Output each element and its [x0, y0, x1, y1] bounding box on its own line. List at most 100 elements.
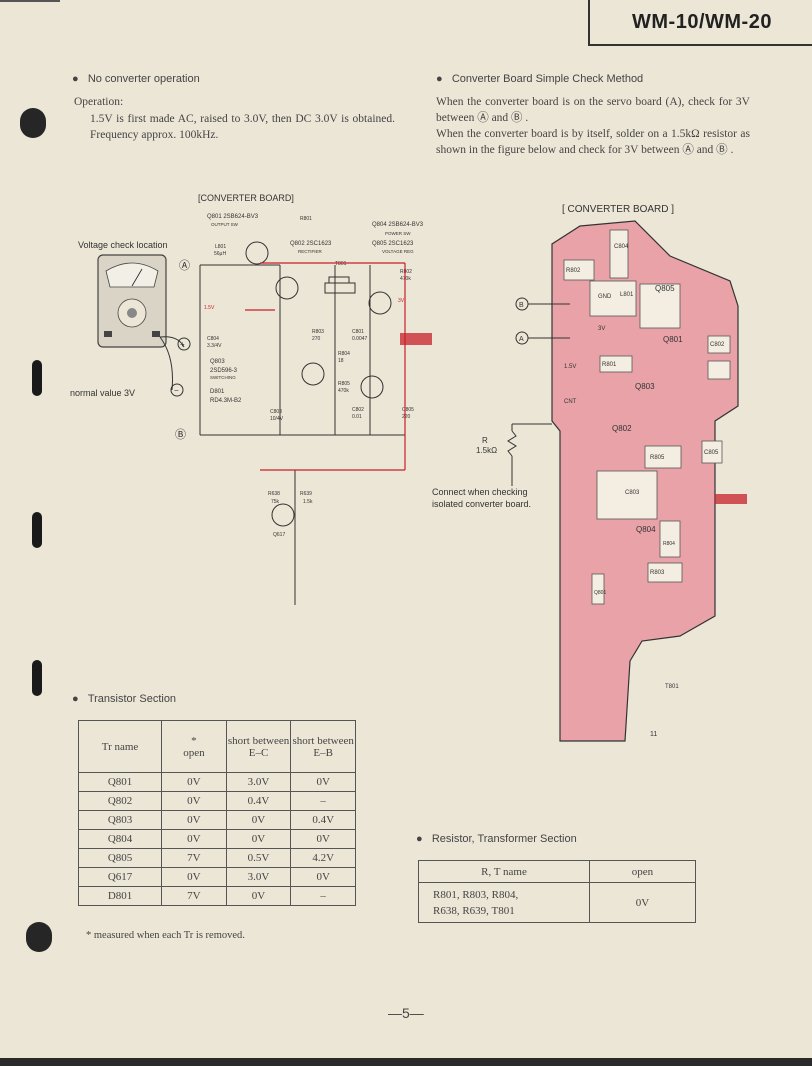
c803-value: 10/4V — [270, 416, 284, 422]
converter-schematic: [CONVERTER BOARD] Q801 2SB624-BV3 OUTPUT… — [70, 193, 432, 605]
table-cell: 0.4V — [290, 810, 356, 830]
red-voltage-label: 1.5V — [204, 305, 215, 311]
c801-label: C801 — [352, 329, 364, 335]
c805-value: 220 — [402, 414, 411, 420]
table-cell: 0.4V — [225, 791, 292, 811]
q805-role: VOLTAGE REG — [382, 249, 414, 254]
q801-role: OUTPUT SW — [211, 222, 239, 227]
transistor-table: Tr name *open short between E–C short be… — [77, 720, 356, 906]
c802-value: 0.01 — [352, 414, 362, 420]
board-cnt: CNT — [564, 399, 577, 405]
table-cell: Q617 — [77, 867, 163, 887]
board-c803: C803 — [625, 490, 640, 496]
board-c805: C805 — [704, 450, 719, 456]
red-voltage-label: 3V — [398, 298, 405, 304]
board-r802: R802 — [566, 268, 581, 274]
table-cell: 0V — [161, 829, 227, 849]
c801-value: 0.0047 — [352, 336, 368, 342]
binder-hole — [32, 360, 42, 396]
svg-text:A: A — [519, 336, 524, 343]
r639-label: R639 — [300, 491, 312, 497]
c805-label: C805 — [402, 407, 414, 413]
l801-value: 56μH — [214, 251, 226, 257]
r804-label: R804 — [338, 351, 350, 357]
operation-label: Operation: — [74, 96, 124, 108]
d801-label: D801 — [210, 389, 225, 395]
r802-value: 470k — [400, 276, 411, 282]
table-cell: – — [290, 791, 356, 811]
r803-value: 270 — [312, 336, 321, 342]
board-r801: R801 — [602, 362, 617, 368]
table-cell: D801 — [77, 886, 163, 906]
l801-label: L801 — [215, 244, 226, 250]
q804-label: Q804 2SB624-BV3 — [372, 222, 424, 228]
binder-hole — [26, 922, 52, 952]
resistor-table: R, T name open R801, R803, R804, R638, R… — [418, 860, 696, 923]
board-q801: Q801 — [663, 335, 683, 344]
board-15v: 1.5V — [564, 364, 576, 370]
board-c804: C804 — [614, 244, 629, 250]
col-short-ec: short between E–C — [225, 720, 292, 773]
r638-label: R638 — [268, 491, 280, 497]
c803-label: C803 — [270, 409, 282, 415]
board-r805: R805 — [650, 455, 665, 461]
r805-value: 470k — [338, 388, 349, 394]
svg-text:+: + — [180, 340, 185, 349]
table-cell: 0V — [290, 867, 356, 887]
terminal-b: Ⓑ — [175, 428, 186, 441]
r638-value: 75k — [271, 499, 280, 505]
q803-label: Q803 — [210, 359, 225, 365]
r805-label: R805 — [338, 381, 350, 387]
col-rt-name: R, T name — [418, 860, 590, 883]
board-q804: Q804 — [636, 525, 656, 534]
model-number: WM-10/WM-20 — [588, 0, 812, 46]
table-cell: 0V — [161, 772, 227, 792]
table-cell: Q803 — [77, 810, 163, 830]
c804-value: 3.3/4V — [207, 343, 222, 349]
operation-text: 1.5V is first made AC, raised to 3.0V, t… — [90, 113, 395, 141]
d801-part: RD4.3M-B2 — [210, 398, 242, 404]
table-row: R801, R803, R804, R638, R639, T801 0V — [418, 882, 696, 923]
board-r804: R804 — [663, 541, 675, 547]
c804-label: C804 — [207, 336, 219, 342]
board-page-tag: 11 — [650, 731, 657, 738]
board-gnd: GND — [598, 294, 612, 300]
table-cell: 0V — [161, 810, 227, 830]
table-cell: Q802 — [77, 791, 163, 811]
table-cell: 3.0V — [225, 867, 292, 887]
r801-label: R801 — [300, 216, 312, 222]
table-cell: 0V — [225, 886, 292, 906]
voltage-check-label: Voltage check location — [78, 240, 168, 250]
col-open: *open — [161, 720, 227, 773]
c802-label: C802 — [352, 407, 364, 413]
board-l801: L801 — [620, 292, 634, 298]
q617-label: Q617 — [273, 532, 285, 538]
board-resistor-label: R — [482, 436, 488, 445]
transistor-footnote: * measured when each Tr is removed. — [86, 930, 245, 941]
check-method-heading: ● Converter Board Simple Check Method — [436, 73, 644, 85]
board-3v: 3V — [598, 326, 605, 332]
multimeter-icon — [97, 254, 167, 348]
table-cell: 0V — [290, 829, 356, 849]
q805-label: Q805 2SC1623 — [372, 241, 414, 247]
table-cell: 7V — [161, 848, 227, 868]
table-cell: Q804 — [77, 829, 163, 849]
binder-hole — [32, 512, 42, 548]
table-cell: 4.2V — [290, 848, 356, 868]
svg-text:−: − — [174, 386, 179, 395]
table-cell: 0V — [161, 791, 227, 811]
resistor-section-heading: ● Resistor, Transformer Section — [416, 833, 577, 845]
table-cell: Q805 — [77, 848, 163, 868]
board-q805: Q805 — [655, 284, 675, 293]
table-cell: 0V — [225, 810, 292, 830]
q802-label: Q802 2SC1623 — [290, 241, 332, 247]
table-cell: 0V — [161, 867, 227, 887]
table-cell: Q801 — [77, 772, 163, 792]
board-q803: Q803 — [635, 382, 655, 391]
